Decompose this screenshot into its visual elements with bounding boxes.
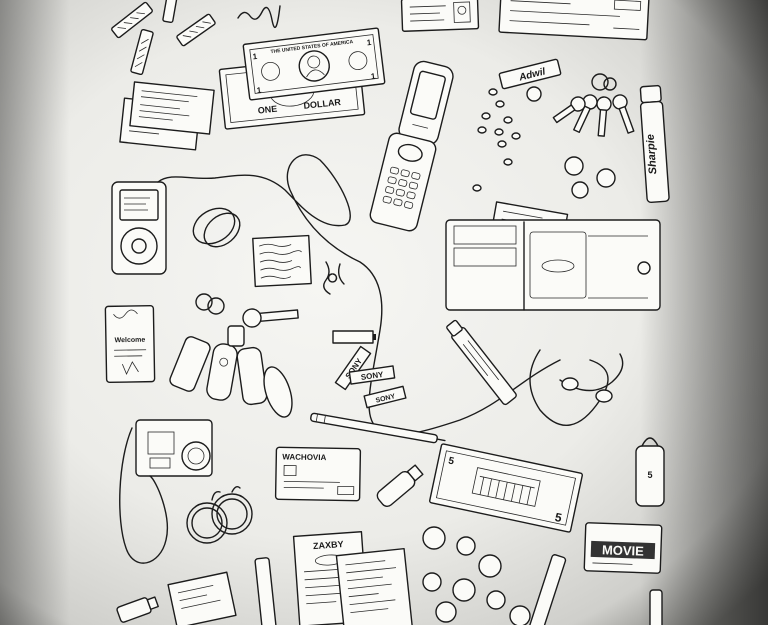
store-receipt (335, 547, 414, 625)
key-ring-center (169, 293, 299, 418)
gum-stick-3 (176, 13, 216, 47)
earbuds (529, 349, 624, 426)
adwil-pill-pack: Adwil (498, 58, 562, 90)
coin-right-3 (571, 181, 589, 199)
battery-1 (332, 330, 376, 344)
svg-text:1: 1 (366, 38, 372, 48)
svg-text:ONE: ONE (257, 104, 277, 116)
ballpoint-pen (310, 412, 446, 444)
business-card-front (129, 81, 215, 135)
five-dollar-numeral: 5 (554, 510, 564, 525)
svg-text:SONY: SONY (375, 393, 396, 405)
ticket-stub (167, 571, 237, 625)
hoop-earrings (186, 485, 253, 544)
marker-bottom-right (525, 554, 567, 625)
svg-text:5: 5 (447, 456, 455, 468)
dollar-bill-front: THE UNITED STATES OF AMERICA 1 1 1 1 (242, 27, 386, 101)
coin-right-2 (596, 168, 616, 188)
gift-card-brand: MOVIE (602, 542, 645, 558)
sharpie-marker: Sharpie (639, 84, 670, 204)
key-ring-top-right (552, 73, 635, 137)
svg-text:DOLLAR: DOLLAR (303, 97, 342, 111)
battery-4: SONY (363, 385, 407, 409)
coins-bottom (422, 526, 531, 625)
small-chain (323, 261, 345, 295)
lip-balm-stick: 5 (635, 437, 665, 507)
receipt-header: ZAXBY (313, 539, 344, 551)
flip-phone (369, 60, 454, 232)
pen-bottom-right (649, 589, 663, 625)
movie-gift-card: MOVIE (583, 522, 663, 574)
left-edge-shadow (0, 0, 70, 625)
svg-text:1: 1 (370, 72, 376, 82)
loose-pills (472, 88, 521, 192)
svg-text:1: 1 (252, 52, 258, 62)
marker-bottom-left (254, 557, 278, 625)
svg-text:1: 1 (256, 86, 262, 96)
welcome-card: Welcome (104, 304, 156, 384)
personal-check (498, 0, 650, 41)
gum-stick-1 (111, 1, 153, 39)
digital-camera (119, 419, 213, 564)
battery-brand-label: SONY (360, 370, 384, 382)
svg-text:5: 5 (647, 470, 652, 480)
handwritten-note (252, 234, 312, 288)
five-dollar-bill: 5 5 (429, 443, 583, 533)
gum-stick-2 (130, 28, 154, 76)
battery-3: SONY (348, 365, 396, 385)
welcome-card-title: Welcome (115, 337, 146, 345)
coin-small-top (526, 86, 542, 102)
usb-flash-drive (376, 464, 424, 507)
sharpie-label: Sharpie (645, 134, 660, 175)
id-card-top (400, 0, 480, 32)
bifold-wallet (445, 201, 661, 311)
coin-right-1 (564, 156, 584, 176)
bank-card-brand: WACHOVIA (282, 452, 326, 462)
hair-ties (192, 207, 241, 248)
squiggle-string (237, 5, 281, 29)
ipod-player (111, 181, 167, 275)
wachovia-bank-card: WACHOVIA (274, 446, 362, 502)
lip-balm-tube (446, 319, 517, 406)
gum-stick-4 (162, 0, 178, 24)
small-flash-drive (116, 596, 159, 623)
